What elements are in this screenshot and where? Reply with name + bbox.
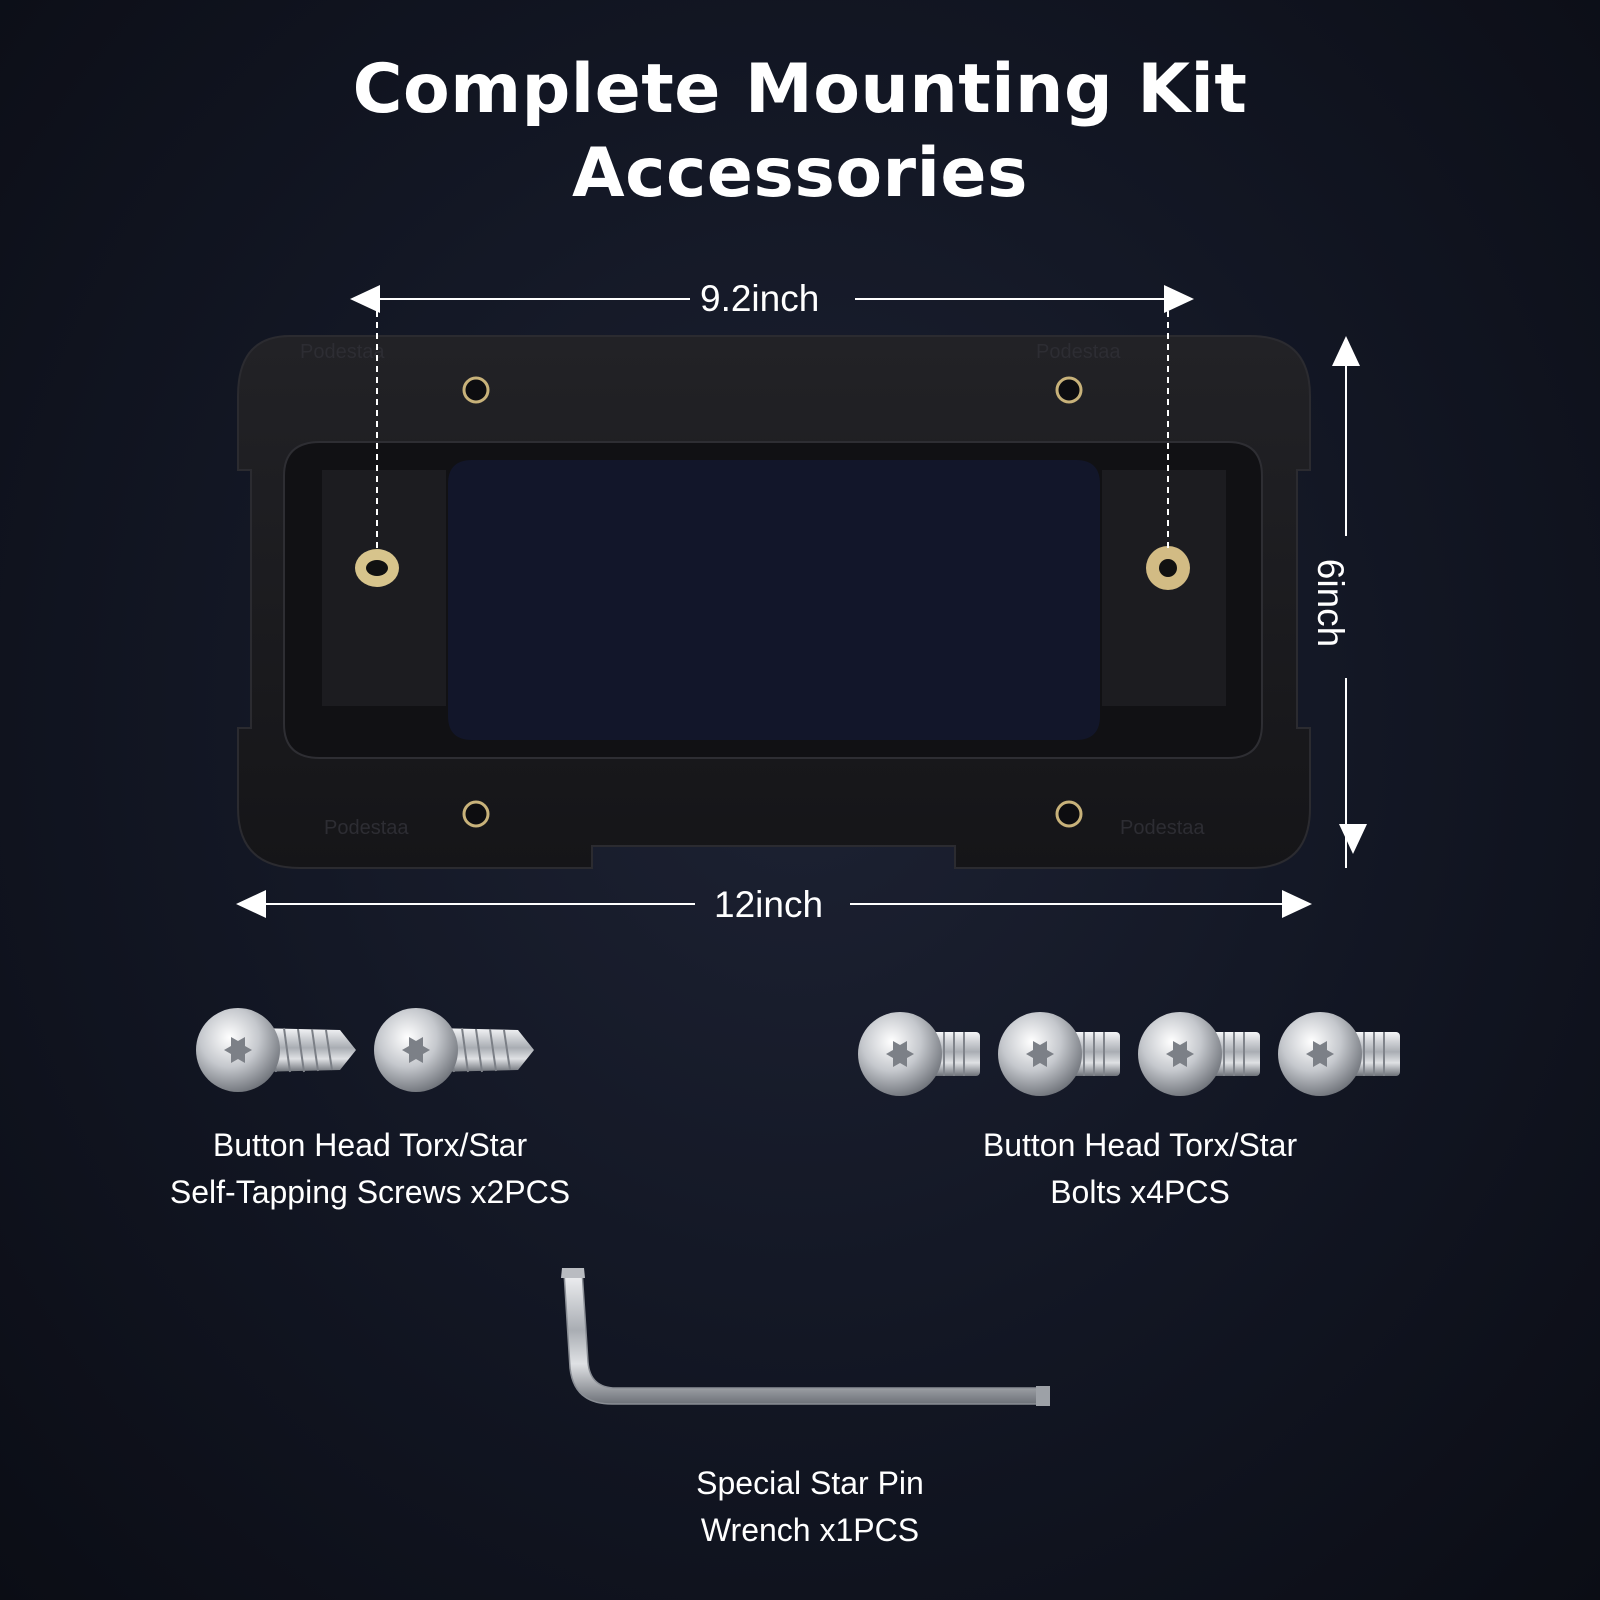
- bolts-caption-line-1: Button Head Torx/Star: [982, 1127, 1298, 1163]
- wrench-caption-line-2: Wrench x1PCS: [700, 1512, 920, 1548]
- screws-caption-line-1: Button Head Torx/Star: [212, 1127, 528, 1163]
- hole-spacing-arrow: [350, 285, 1194, 313]
- title-line-2: Accessories: [572, 134, 1028, 213]
- bolts-caption-line-2: Bolts x4PCS: [1050, 1174, 1230, 1210]
- mounting-plate: [237, 335, 1311, 869]
- width-label: 12inch: [714, 884, 824, 925]
- screw-2: [374, 1008, 534, 1092]
- hole-spacing-label: 9.2inch: [700, 278, 820, 319]
- plate-brand-mark: Podestaa: [300, 341, 385, 363]
- plate-brand-mark: Podestaa: [1120, 817, 1205, 839]
- screws-caption: Button Head Torx/Star Self-Tapping Screw…: [110, 1122, 630, 1216]
- self-tapping-screws: [196, 1008, 534, 1092]
- plate-brand-mark: Podestaa: [324, 817, 409, 839]
- hole-top-right: [1055, 376, 1083, 404]
- wrench-caption-line-1: Special Star Pin: [696, 1465, 924, 1501]
- bolts-caption: Button Head Torx/Star Bolts x4PCS: [880, 1122, 1400, 1216]
- title-line-1: Complete Mounting Kit: [352, 50, 1248, 129]
- bolts: [858, 1012, 1400, 1096]
- hole-mid-left-inner: [366, 560, 388, 576]
- mount-holes: [355, 376, 1190, 828]
- plate-window: [448, 460, 1100, 740]
- star-pin-wrench: [561, 1268, 1050, 1406]
- hole-bottom-left: [462, 800, 490, 828]
- height-arrow: [1332, 336, 1367, 868]
- width-arrow: [236, 890, 1312, 918]
- height-label: 6inch: [1310, 558, 1352, 648]
- screws-caption-line-2: Self-Tapping Screws x2PCS: [169, 1174, 571, 1210]
- hole-mid-right-inner: [1159, 559, 1177, 577]
- bolt-2: [998, 1012, 1120, 1096]
- screw-1: [196, 1008, 356, 1092]
- plate-brand-mark: Podestaa: [1036, 341, 1121, 363]
- wrench-caption: Special Star Pin Wrench x1PCS: [560, 1460, 1060, 1554]
- left-pad: [322, 470, 446, 706]
- hole-bottom-right: [1055, 800, 1083, 828]
- bolt-4: [1278, 1012, 1400, 1096]
- bolt-3: [1138, 1012, 1260, 1096]
- hole-top-left: [462, 376, 490, 404]
- bolt-1: [858, 1012, 980, 1096]
- page-title: Complete Mounting Kit Accessories: [0, 48, 1600, 216]
